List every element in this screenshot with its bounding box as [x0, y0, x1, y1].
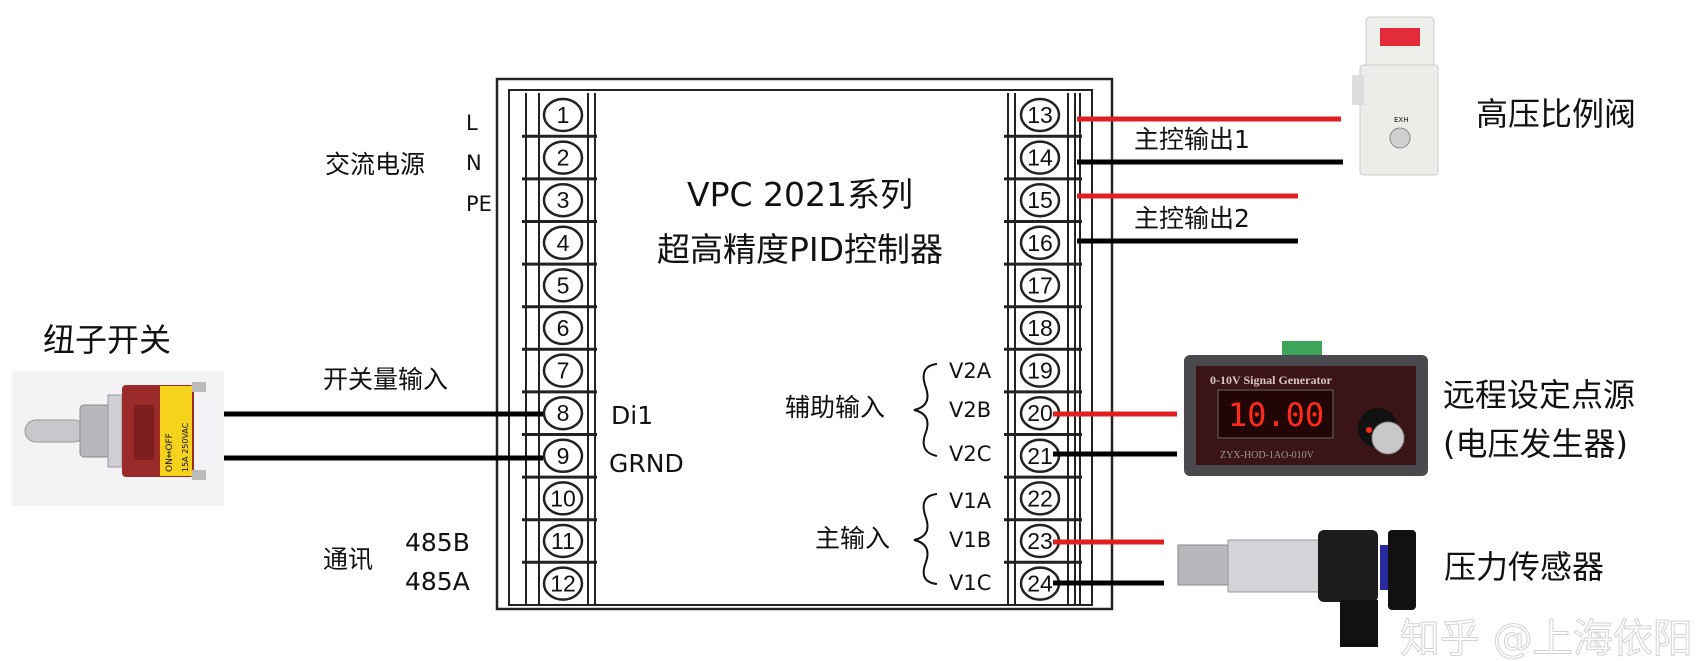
terminal-17 — [1019, 268, 1061, 303]
terminal-number: 20 — [1027, 400, 1053, 426]
terminal-1 — [542, 97, 584, 133]
toggle-switch-image: ON⇔OFF 15A 250VAC — [12, 371, 224, 506]
terminal-number: 4 — [557, 230, 570, 256]
terminal-5 — [542, 268, 584, 303]
pressure-sensor-image — [1177, 530, 1416, 647]
proportional-valve-image: EXH — [1352, 16, 1439, 176]
label-v2a: V2A — [949, 359, 992, 383]
terminal-number: 8 — [557, 400, 570, 426]
terminal-number: 13 — [1027, 102, 1053, 128]
generator-display: 10.00 — [1228, 396, 1324, 434]
pressure-sensor-label: 压力传感器 — [1444, 548, 1604, 586]
right-terminal-strip: 13 14 15 16 17 18 19 20 21 22 23 24 — [1004, 93, 1082, 605]
label-PE: PE — [466, 192, 492, 216]
label-v2c: V2C — [949, 442, 991, 466]
label-grnd: GRND — [609, 449, 684, 478]
generator-label-line2: (电压发生器) — [1443, 425, 1628, 463]
terminal-number: 17 — [1027, 272, 1053, 298]
label-v2b: V2B — [949, 398, 991, 422]
terminal-3 — [542, 182, 584, 218]
terminal-number: 21 — [1027, 443, 1053, 469]
terminal-19 — [1019, 353, 1061, 388]
label-485a: 485A — [405, 567, 470, 596]
terminal-14 — [1019, 140, 1061, 175]
generator-label-line1: 远程设定点源 — [1443, 376, 1635, 414]
terminal-number: 18 — [1027, 315, 1053, 341]
label-main-out1: 主控输出1 — [1134, 125, 1250, 154]
terminal-number: 7 — [557, 358, 570, 384]
terminal-number: 12 — [550, 571, 576, 597]
terminal-18 — [1019, 310, 1061, 346]
label-v1b: V1B — [949, 528, 991, 552]
label-switch-input: 开关量输入 — [323, 365, 448, 394]
terminal-4 — [542, 225, 584, 261]
generator-model: ZYX-HOD-1AO-010V — [1220, 450, 1315, 461]
toggle-switch-label: 纽子开关 — [43, 321, 171, 359]
terminal-22 — [1019, 481, 1061, 516]
terminal-number: 11 — [551, 528, 575, 554]
switch-marking2: 15A 250VAC — [181, 422, 190, 472]
label-aux-input: 辅助输入 — [785, 393, 885, 422]
terminal-8 — [542, 395, 584, 431]
signal-generator-image: 0-10V Signal Generator 10.00 ZYX-HOD-1AO… — [1184, 341, 1428, 476]
valve-port-label: EXH — [1394, 116, 1408, 124]
label-v1a: V1A — [949, 489, 992, 513]
terminal-number: 22 — [1027, 485, 1053, 511]
terminal-11 — [542, 523, 584, 559]
generator-panel-title: 0-10V Signal Generator — [1210, 373, 1332, 387]
valve-label: 高压比例阀 — [1476, 95, 1636, 133]
terminal-10 — [542, 481, 584, 516]
brace-aux-input — [913, 363, 938, 457]
terminal-12 — [542, 566, 584, 601]
label-comm: 通讯 — [323, 545, 373, 574]
terminal-number: 24 — [1027, 571, 1053, 597]
label-di1: Di1 — [611, 401, 653, 430]
terminal-number: 5 — [557, 272, 570, 298]
terminal-number: 15 — [1027, 187, 1053, 213]
terminal-2 — [542, 140, 584, 175]
label-ac-power: 交流电源 — [325, 150, 425, 179]
terminal-number: 3 — [557, 187, 570, 213]
terminal-number: 6 — [557, 315, 570, 341]
terminal-number: 16 — [1027, 230, 1053, 256]
label-L: L — [466, 111, 478, 135]
label-main-input: 主输入 — [815, 524, 890, 553]
terminal-6 — [542, 310, 584, 346]
terminal-number: 1 — [557, 102, 570, 128]
terminal-16 — [1019, 225, 1061, 261]
controller-title-line2: 超高精度PID控制器 — [657, 230, 943, 269]
controller-title-line1: VPC 2021系列 — [687, 175, 913, 214]
terminal-9 — [542, 438, 584, 474]
terminal-number: 2 — [557, 145, 570, 171]
label-N: N — [466, 151, 482, 175]
terminal-number: 10 — [550, 485, 576, 511]
terminal-number: 19 — [1027, 358, 1053, 384]
terminal-15 — [1019, 182, 1061, 218]
terminal-7 — [542, 353, 584, 388]
switch-marking1: ON⇔OFF — [165, 433, 175, 472]
terminal-number: 14 — [1027, 145, 1053, 171]
label-main-out2: 主控输出2 — [1134, 204, 1250, 233]
terminal-number: 9 — [557, 443, 570, 469]
brace-main-input — [913, 493, 938, 585]
terminal-number: 23 — [1027, 528, 1053, 554]
label-485b: 485B — [405, 528, 470, 557]
watermark: 知乎 @上海依阳 — [1400, 616, 1693, 661]
terminal-13 — [1019, 97, 1061, 133]
label-v1c: V1C — [949, 571, 991, 595]
